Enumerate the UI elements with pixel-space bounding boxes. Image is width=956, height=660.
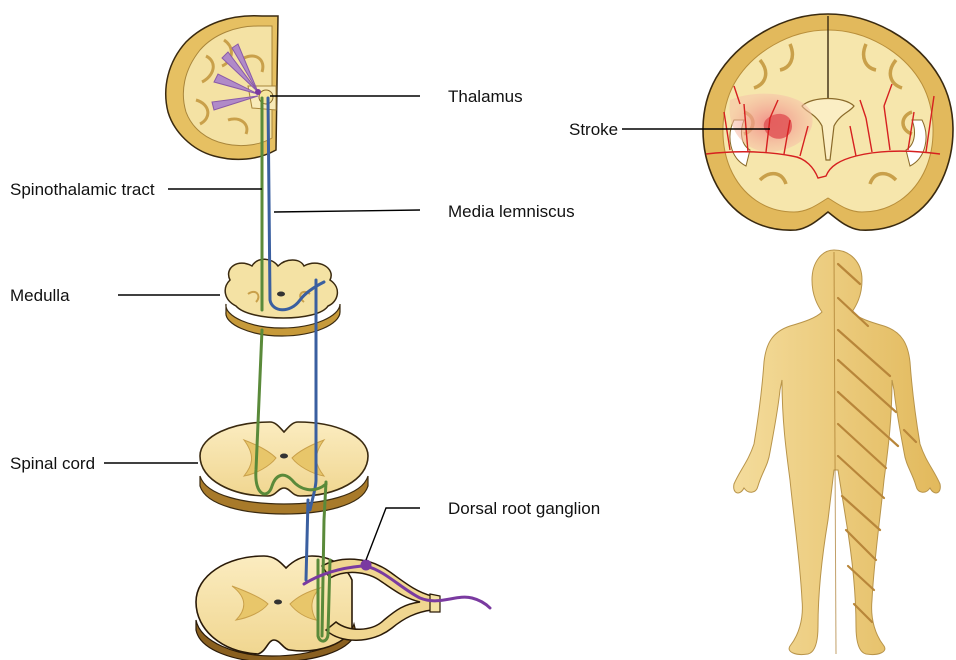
spinal-cord-label: Spinal cord xyxy=(10,455,95,472)
medulla-section xyxy=(225,259,340,336)
spinal-cord-section xyxy=(200,422,368,514)
thalamus-label: Thalamus xyxy=(448,88,523,105)
coronal-brain-section xyxy=(703,14,953,230)
medial-lemniscus-label: Media lemniscus xyxy=(448,203,575,220)
spinothalamic-tract-label: Spinothalamic tract xyxy=(10,181,155,198)
human-body-figure xyxy=(734,250,941,655)
medulla-label: Medulla xyxy=(10,287,70,304)
dorsal-root-ganglion-label: Dorsal root ganglion xyxy=(448,500,600,517)
medial-lemniscus-leader xyxy=(274,210,420,212)
dorsal-root-ganglion-leader xyxy=(366,508,420,560)
stroke-label: Stroke xyxy=(569,121,618,138)
